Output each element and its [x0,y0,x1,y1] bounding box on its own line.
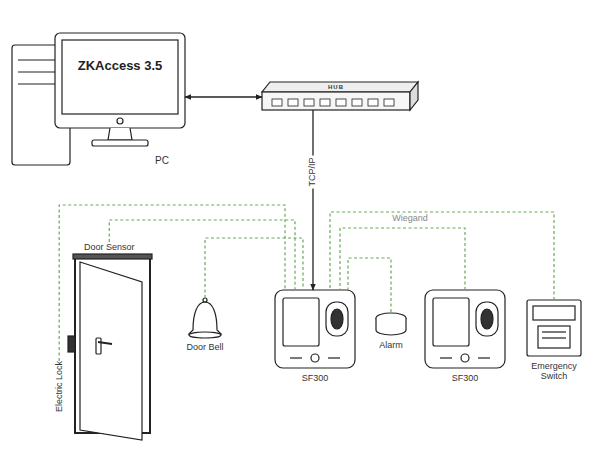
monitor [55,33,185,128]
drive-bay [18,83,60,84]
signal-wire [59,205,285,361]
door-bell-symbol [189,302,221,334]
hub-port [272,99,282,106]
device-box: Emergency Switch [527,300,581,356]
sf300-button [311,354,319,362]
signal-wire [109,220,295,290]
hub-box: HUB [262,82,410,110]
fingerprint-window [481,309,493,329]
device-label: Emergency Switch [523,361,585,382]
sf300-keys [440,357,452,358]
signal-wire [330,212,554,300]
device-label: Door Sensor [84,242,135,252]
hub-port [352,99,362,106]
device-label: PC [155,155,169,167]
signal-wire [340,228,465,290]
device-label: Alarm [379,340,403,350]
hub-port [320,99,330,106]
alarm-symbol [376,318,406,335]
device-label: SF300 [302,373,329,383]
device-box: SF300 [425,290,505,368]
electric-lock-symbol [68,336,75,352]
sf300-keys [328,357,340,358]
lock-label-box: Electric Lock [54,361,64,412]
hub-port [384,99,394,106]
sf300-keys [290,357,302,358]
emergency-switch-button [538,326,570,348]
sf300-button [461,354,469,362]
drive-bay [18,71,60,72]
emergency-switch-detail [542,331,566,332]
power-button [117,118,123,124]
signal-wire [205,238,303,298]
door-sensor-symbol [73,254,152,259]
hub-port [368,99,378,106]
device-label: Electric Lock [54,361,64,412]
sf300-body [425,290,505,368]
device-label: Door Bell [186,342,223,352]
hub-top [262,82,418,92]
hub-label: HUB [262,84,410,91]
sf300-body [275,290,355,368]
drive-bay [18,59,60,60]
edge-label: Wiegand [390,214,430,224]
hub-port [288,99,298,106]
network-link [312,110,313,290]
sf300-keys [478,357,490,358]
emergency-switch-panel [533,306,575,320]
device-label: SF300 [452,373,479,383]
edge-label: TCP/IP [308,155,318,188]
hub-port [336,99,346,106]
signal-wire [348,258,391,312]
monitor-screen [62,40,178,114]
monitor-base [92,140,148,146]
door-handle [96,338,101,354]
hub-front [262,92,410,110]
network-link [185,96,262,97]
door-bell-knob [203,298,207,302]
door-bell-base [189,332,221,338]
sf300-screen [283,298,319,346]
hub-side [410,82,418,110]
sensor-label-box: Door Sensor [84,242,135,252]
fingerprint-window [331,309,343,329]
fingerprint-sensor [476,302,498,336]
door-panel [80,262,142,440]
pc-monitor: ZKAccess 3.5PC [55,33,185,128]
device-box: Alarm [375,312,407,336]
monitor-stand [108,128,132,140]
device-box: SF300 [275,290,355,368]
hub-port [304,99,314,106]
screen-title: ZKAccess 3.5 [78,59,163,74]
emergency-switch-detail [542,337,566,338]
door-handle-lever [98,342,112,344]
device-box: Door Bell [185,298,225,338]
emergency-switch-box [527,300,581,356]
fingerprint-sensor [326,302,348,336]
sf300-screen [433,298,469,346]
